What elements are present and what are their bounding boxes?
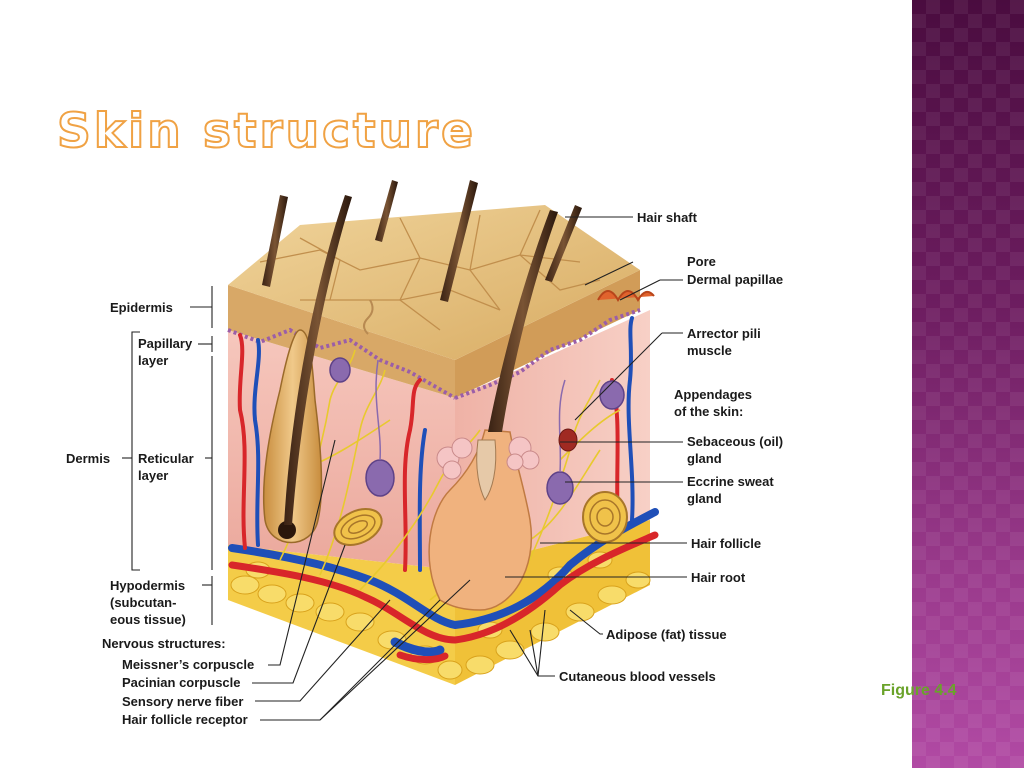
central-hair-root — [476, 439, 497, 501]
decorative-side-band — [912, 0, 1024, 768]
label-meissner: Meissner’s corpuscle — [122, 657, 254, 672]
label-hypodermis-2: (subcutan- — [110, 595, 176, 610]
label-dermal-papillae: Dermal papillae — [687, 272, 783, 287]
label-sebaceous-1: Sebaceous (oil) — [687, 434, 783, 449]
label-nervous-structures: Nervous structures: — [102, 636, 226, 651]
label-epidermis: Epidermis — [110, 300, 173, 315]
skin-surface-cracks — [259, 209, 601, 331]
blood-vessels — [228, 316, 659, 664]
labels-right: Hair shaft Pore Dermal papillae Arrector… — [559, 210, 783, 684]
label-hypodermis-1: Hypodermis — [110, 578, 185, 593]
label-arrector-pili-1: Arrector pili — [687, 326, 761, 341]
hair-shafts-top — [262, 180, 582, 302]
label-sebaceous-2: gland — [687, 451, 722, 466]
label-reticular-1: Reticular — [138, 451, 194, 466]
fat-lobules — [230, 551, 651, 680]
label-sensory-nerve: Sensory nerve fiber — [122, 694, 243, 709]
label-reticular-2: layer — [138, 468, 168, 483]
label-hair-follicle: Hair follicle — [691, 536, 761, 551]
pore-squiggle — [363, 299, 374, 335]
dermal-papillae-edge — [597, 290, 655, 303]
label-appendages-1: Appendages — [674, 387, 752, 402]
label-pacinian: Pacinian corpuscle — [122, 675, 241, 690]
left-hair-bulb — [278, 521, 296, 539]
pacinian-corpuscles — [333, 491, 628, 546]
label-cutaneous: Cutaneous blood vessels — [559, 669, 716, 684]
label-papillary-1: Papillary — [138, 336, 193, 351]
label-dermis: Dermis — [66, 451, 110, 466]
arrector-pili-muscle — [558, 428, 578, 452]
label-eccrine-1: Eccrine sweat — [687, 474, 774, 489]
slide-title: Skin structure — [56, 103, 476, 160]
label-pore: Pore — [687, 254, 716, 269]
leader-lines — [122, 216, 687, 721]
epidermis-right-band — [455, 270, 640, 398]
label-hair-shaft: Hair shaft — [637, 210, 698, 225]
sweat-ducts — [375, 359, 566, 473]
left-hair-shaft — [284, 195, 352, 525]
skin-block — [227, 180, 659, 685]
labels-left: Epidermis Papillary layer Dermis Reticul… — [66, 300, 254, 727]
label-appendages-2: of the skin: — [674, 404, 743, 419]
label-hypodermis-3: eous tissue) — [110, 612, 186, 627]
epidermis-left-band — [228, 285, 455, 398]
label-eccrine-2: gland — [687, 491, 722, 506]
figure-caption: Figure 4.4 — [881, 682, 957, 699]
label-arrector-pili-2: muscle — [687, 343, 732, 358]
sebaceous-glands — [436, 436, 540, 480]
label-papillary-2: layer — [138, 353, 168, 368]
label-adipose: Adipose (fat) tissue — [606, 627, 727, 642]
label-hair-follicle-receptor: Hair follicle receptor — [122, 712, 248, 727]
label-hair-root: Hair root — [691, 570, 746, 585]
central-hair-shaft — [488, 210, 558, 432]
side-band-pattern — [912, 0, 1024, 768]
